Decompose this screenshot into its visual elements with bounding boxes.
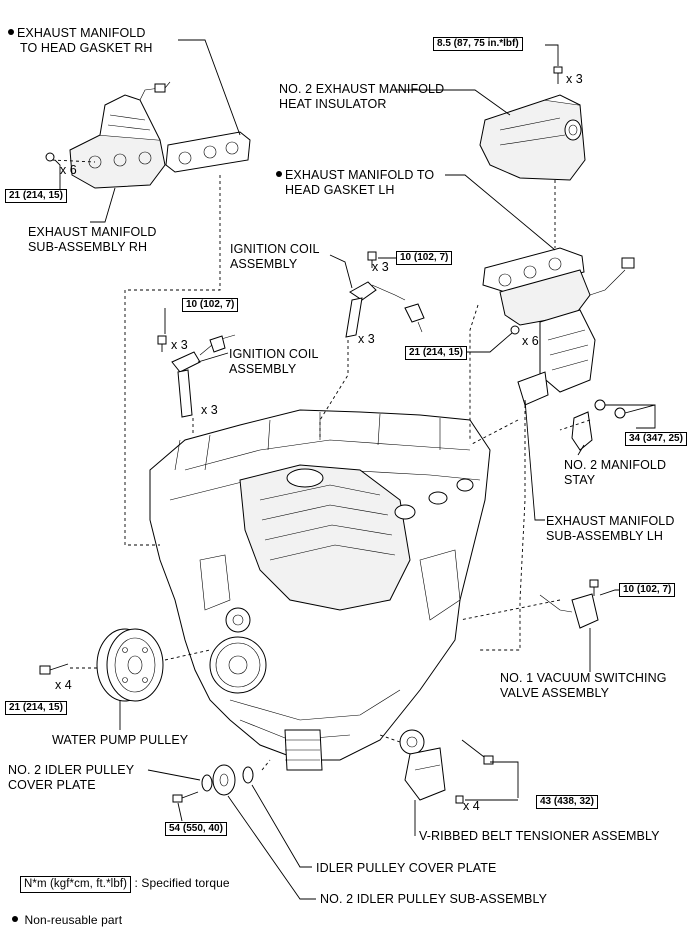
manifold-stay-illustration xyxy=(571,399,626,451)
torque-vacuum-valve: 10 (102, 7) xyxy=(619,583,676,597)
qty-coil-lower-coil: x 3 xyxy=(201,403,218,417)
belt-tensioner-illustration xyxy=(399,729,494,804)
heat-insulator-bolt xyxy=(553,66,563,84)
torque-manifold-rh: 21 (214, 15) xyxy=(5,189,67,203)
qty-coil-upper-coil: x 3 xyxy=(358,332,375,346)
idler-pulley-parts xyxy=(172,764,254,803)
exhaust-gasket-rh-illustration xyxy=(165,131,251,173)
torque-idler: 54 (550, 40) xyxy=(165,822,227,836)
qty-heat-insulator: x 3 xyxy=(566,72,583,86)
qty-coil-lower-bolt: x 3 xyxy=(171,338,188,352)
exhaust-gasket-lh-illustration xyxy=(482,247,585,293)
ignition-coil-upper-illustration xyxy=(345,251,425,338)
label-exhaust-gasket-rh: EXHAUST MANIFOLD TO HEAD GASKET RH xyxy=(8,26,153,56)
label-water-pump-pulley: WATER PUMP PULLEY xyxy=(52,733,189,747)
label-exhaust-gasket-lh: EXHAUST MANIFOLD TO HEAD GASKET LH xyxy=(276,168,434,198)
legend-nonreusable: Non-reusable part xyxy=(12,913,122,928)
legend-torque: N*m (kgf*cm, ft.*lbf) : Specified torque xyxy=(20,876,230,893)
ignition-coil-lower-illustration xyxy=(157,334,236,418)
exhaust-manifold-lh-illustration xyxy=(499,257,635,406)
leader-lines xyxy=(54,39,656,900)
qty-manifold-lh: x 6 xyxy=(522,334,539,348)
torque-tensioner: 43 (438, 32) xyxy=(536,795,598,809)
assembly-dashed-lines xyxy=(51,159,591,771)
label-ignition-coil-upper: IGNITION COIL ASSEMBLY xyxy=(230,242,320,271)
torque-water-pump: 21 (214, 15) xyxy=(5,701,67,715)
water-pump-bolt xyxy=(39,663,69,675)
water-pump-pulley-illustration xyxy=(96,628,164,702)
qty-manifold-rh: x 6 xyxy=(60,163,77,177)
torque-coil-lower: 10 (102, 7) xyxy=(182,298,239,312)
label-belt-tensioner: V-RIBBED BELT TENSIONER ASSEMBLY xyxy=(419,829,660,843)
label-idler-cover-plate: IDLER PULLEY COVER PLATE xyxy=(316,861,497,875)
label-idler-cover-plate-2: NO. 2 IDLER PULLEY COVER PLATE xyxy=(8,763,135,792)
heat-insulator-illustration xyxy=(479,94,586,181)
exhaust-manifold-rh-illustration xyxy=(69,81,171,189)
torque-coil-upper: 10 (102, 7) xyxy=(396,251,453,265)
torque-unit-box: N*m (kgf*cm, ft.*lbf) xyxy=(20,876,132,893)
label-heat-insulator: NO. 2 EXHAUST MANIFOLD HEAT INSULATOR xyxy=(279,82,445,111)
engine-block-illustration xyxy=(149,409,491,771)
qty-tensioner: x 4 xyxy=(463,799,480,813)
label-exhaust-manifold-rh: EXHAUST MANIFOLD SUB-ASSEMBLY RH xyxy=(28,225,157,254)
manifold-rh-nut xyxy=(45,152,55,162)
label-manifold-stay: NO. 2 MANIFOLD STAY xyxy=(564,458,667,487)
torque-stay: 34 (347, 25) xyxy=(625,432,687,446)
nonreusable-dot-icon xyxy=(12,916,18,922)
torque-manifold-lh: 21 (214, 15) xyxy=(405,346,467,360)
qty-water-pump: x 4 xyxy=(55,678,72,692)
vacuum-valve-illustration xyxy=(539,579,599,629)
nonreusable-dot-icon xyxy=(276,171,282,177)
qty-coil-upper-bolt: x 3 xyxy=(372,260,389,274)
manifold-lh-nut xyxy=(510,325,520,335)
label-exhaust-manifold-lh: EXHAUST MANIFOLD SUB-ASSEMBLY LH xyxy=(546,514,675,543)
label-ignition-coil-lower: IGNITION COIL ASSEMBLY xyxy=(229,347,319,376)
label-idler-pulley-2: NO. 2 IDLER PULLEY SUB-ASSEMBLY xyxy=(320,892,548,906)
nonreusable-dot-icon xyxy=(8,29,14,35)
torque-heat-insulator: 8.5 (87, 75 in.*lbf) xyxy=(433,37,523,51)
label-vacuum-valve: NO. 1 VACUUM SWITCHING VALVE ASSEMBLY xyxy=(500,671,667,700)
